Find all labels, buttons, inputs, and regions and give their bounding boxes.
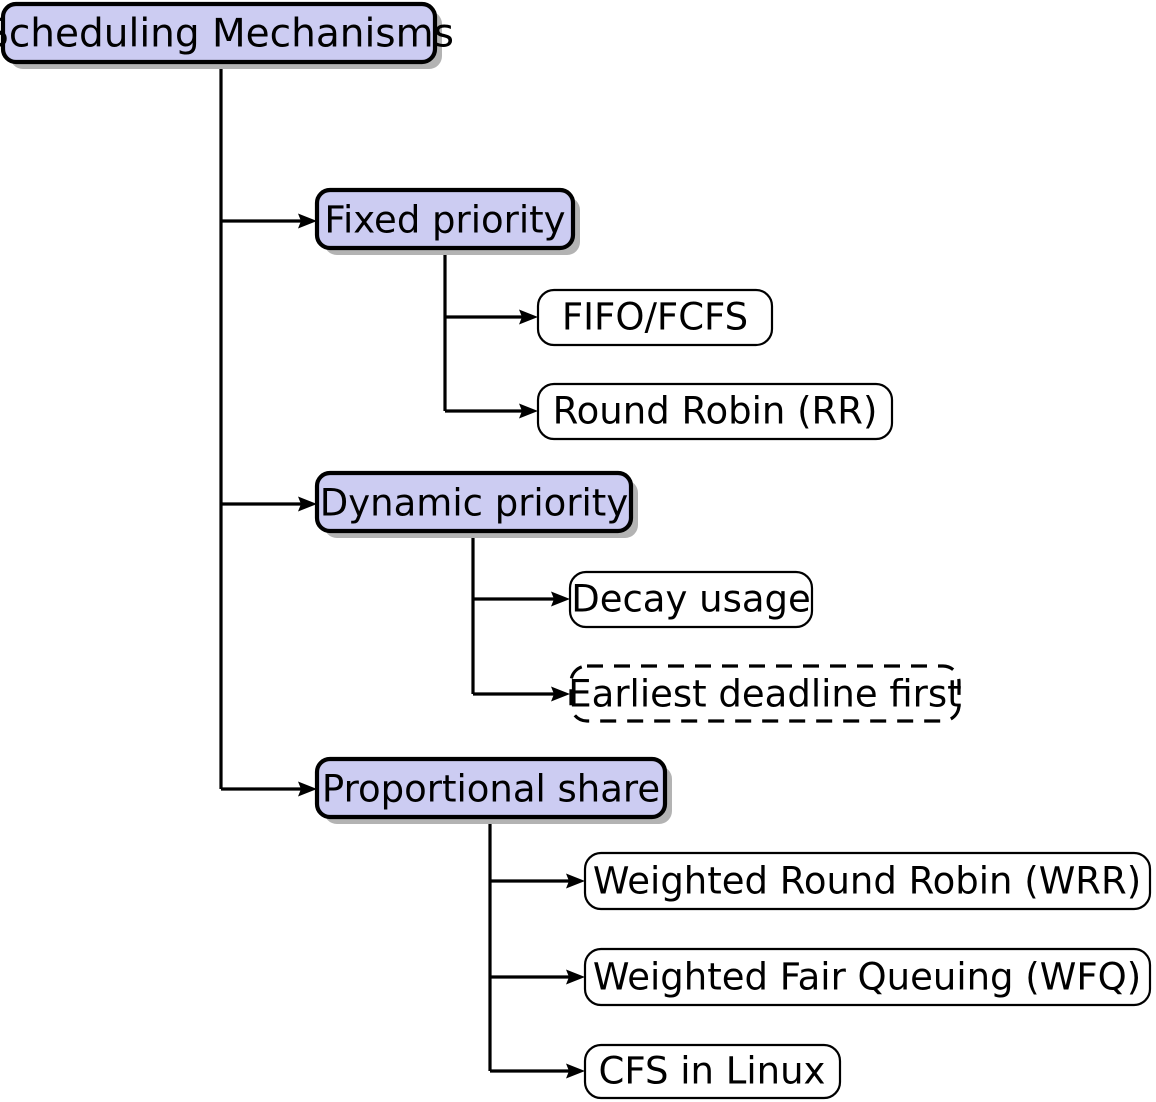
root-label: Scheduling Mechanisms bbox=[0, 12, 454, 57]
proportional-share-box bbox=[314, 756, 668, 820]
earliest-deadline-first-label: Earliest deadline first bbox=[568, 673, 961, 716]
fixed-priority-box bbox=[314, 187, 576, 251]
node-weighted-fair-queuing[interactable]: Weighted Fair Queuing (WFQ) bbox=[583, 947, 1152, 1007]
arrow-proportional-to-wrr bbox=[566, 873, 585, 889]
dynamic-priority-box bbox=[314, 470, 634, 534]
decay-usage-box bbox=[568, 570, 814, 629]
arrow-proportional-to-cfs bbox=[566, 1063, 585, 1079]
node-decay-usage[interactable]: Decay usage bbox=[568, 570, 814, 629]
weighted-round-robin-box bbox=[583, 851, 1152, 911]
weighted-fair-queuing-box bbox=[583, 947, 1152, 1007]
node-earliest-deadline-first[interactable]: Earliest deadline first bbox=[568, 664, 962, 723]
node-root-scheduling-mechanisms[interactable]: Scheduling Mechanisms bbox=[0, 1, 454, 69]
arrow-root-to-dynamic-priority bbox=[298, 496, 317, 512]
root-box bbox=[0, 1, 438, 65]
arrow-dynamic-to-decay-usage bbox=[551, 591, 570, 607]
decay-usage-label: Decay usage bbox=[571, 578, 811, 621]
arrow-proportional-to-wfq bbox=[566, 969, 585, 985]
node-dynamic-priority[interactable]: Dynamic priority bbox=[314, 470, 638, 538]
arrow-root-to-fixed-priority bbox=[298, 213, 317, 229]
weighted-round-robin-label: Weighted Round Robin (WRR) bbox=[593, 860, 1141, 903]
node-fifo-fcfs[interactable]: FIFO/FCFS bbox=[536, 288, 774, 347]
edges-group bbox=[219, 62, 585, 1079]
earliest-deadline-first-box bbox=[569, 664, 961, 723]
arrow-fixed-to-fifo bbox=[519, 309, 538, 325]
fifo-fcfs-label: FIFO/FCFS bbox=[562, 296, 748, 339]
round-robin-box bbox=[536, 382, 894, 441]
round-robin-label: Round Robin (RR) bbox=[553, 390, 878, 433]
node-cfs-in-linux[interactable]: CFS in Linux bbox=[583, 1043, 842, 1100]
arrow-fixed-to-round-robin bbox=[519, 403, 538, 419]
weighted-fair-queuing-label: Weighted Fair Queuing (WFQ) bbox=[593, 956, 1141, 999]
arrow-dynamic-to-edf bbox=[551, 686, 570, 702]
fixed-priority-label: Fixed priority bbox=[324, 199, 565, 242]
node-round-robin[interactable]: Round Robin (RR) bbox=[536, 382, 894, 441]
node-proportional-share[interactable]: Proportional share bbox=[314, 756, 672, 824]
node-fixed-priority[interactable]: Fixed priority bbox=[314, 187, 580, 255]
dynamic-priority-label: Dynamic priority bbox=[320, 482, 628, 525]
proportional-share-label: Proportional share bbox=[322, 768, 660, 811]
cfs-in-linux-label: CFS in Linux bbox=[599, 1050, 826, 1093]
cfs-in-linux-box bbox=[583, 1043, 842, 1100]
fifo-fcfs-box bbox=[536, 288, 774, 347]
arrow-root-to-proportional-share bbox=[298, 781, 317, 797]
node-weighted-round-robin[interactable]: Weighted Round Robin (WRR) bbox=[583, 851, 1152, 911]
